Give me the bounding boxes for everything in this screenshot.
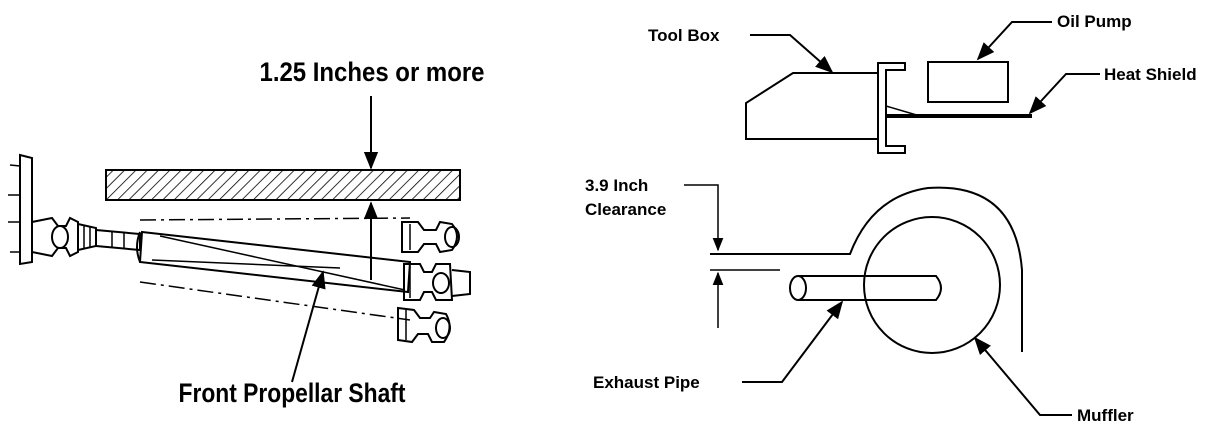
tool-box [745,72,879,140]
shaft-leader-arrow [291,270,326,383]
clearance-label-line2: Clearance [585,200,666,219]
muffler-body [863,216,1001,354]
heat-shield-leader [1028,73,1100,115]
mounting-bracket [877,62,906,154]
clearance-label-line1: 3.9 Inch [585,176,648,195]
middle-universal-joint [403,263,471,301]
exhaust-pipe-label: Exhaust Pipe [593,373,700,392]
upper-position-line [139,217,411,221]
clearance-label: 1.25 Inches or more [260,57,485,87]
clearance-arrow-down [684,184,724,252]
muffler-clearance-diagram: Tool Box Oil Pump Heat Shield 3.9 Inch C… [585,12,1197,425]
tool-box-label: Tool Box [648,26,720,45]
oil-pump-leader [976,21,1052,61]
upper-shaft-end [401,220,460,254]
exhaust-pipe [789,275,942,301]
shaft-label: Front Propellar Shaft [179,378,406,408]
muffler-shell [710,186,1023,352]
vehicle-body-panel [105,169,461,201]
propeller-shaft-diagram: 1.25 Inches or more [8,57,485,408]
slip-yoke [95,229,141,252]
exhaust-pipe-leader [742,300,844,383]
transfer-case-flange [8,153,33,266]
front-propeller-shaft-tube [136,230,412,294]
muffler-label: Muffler [1077,406,1134,425]
muffler-leader [973,336,1072,416]
heat-shield-label: Heat Shield [1104,65,1197,84]
oil-pump-label: Oil Pump [1057,12,1132,31]
tool-box-leader [750,34,834,74]
lower-shaft-end [397,306,451,344]
left-universal-joint [31,216,97,258]
oil-pump [927,61,1009,103]
